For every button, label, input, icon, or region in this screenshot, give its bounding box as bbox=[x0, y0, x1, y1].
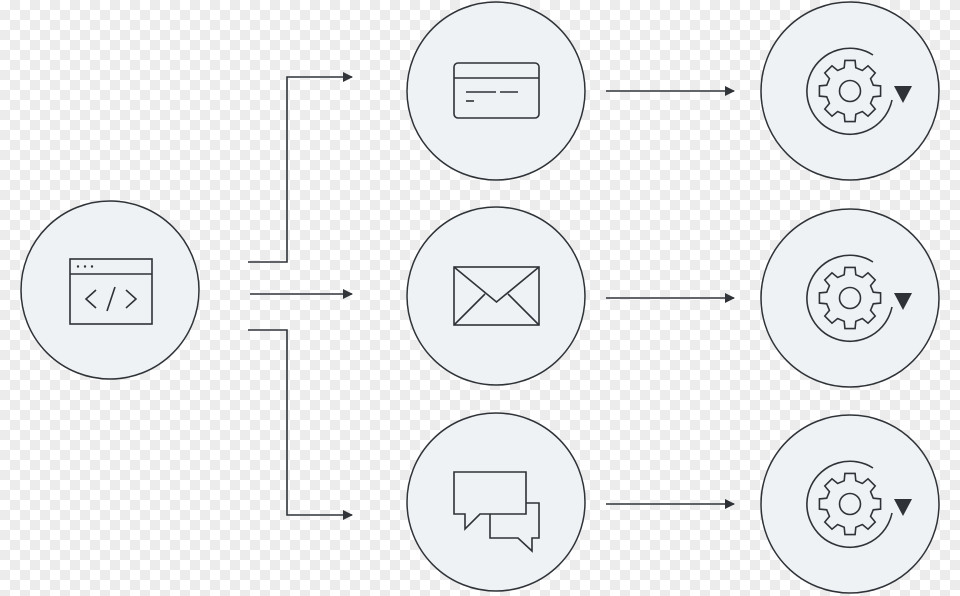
source-node bbox=[20, 200, 200, 380]
branch-connectors bbox=[248, 72, 353, 520]
gear-outline bbox=[818, 266, 882, 330]
gear-cycle-icon bbox=[806, 47, 912, 136]
gear-outline bbox=[818, 472, 882, 536]
chat-bubbles-icon bbox=[453, 471, 540, 553]
code-browser-window-icon bbox=[69, 258, 153, 325]
gear-outline bbox=[818, 59, 882, 123]
connector-bottom bbox=[248, 329, 353, 520]
process-connectors bbox=[606, 86, 735, 509]
envelope-icon bbox=[453, 266, 540, 326]
gear-cycle-icon bbox=[806, 460, 912, 549]
process-node-2 bbox=[760, 208, 940, 388]
credit-card-icon bbox=[453, 62, 540, 119]
channel-node-email bbox=[406, 206, 586, 386]
gear-cycle-icon bbox=[806, 254, 912, 343]
channel-node-card bbox=[406, 1, 586, 181]
process-node-3 bbox=[760, 414, 940, 594]
process-node-1 bbox=[760, 1, 940, 181]
channel-node-chat bbox=[406, 412, 586, 592]
connector-top bbox=[248, 72, 353, 263]
